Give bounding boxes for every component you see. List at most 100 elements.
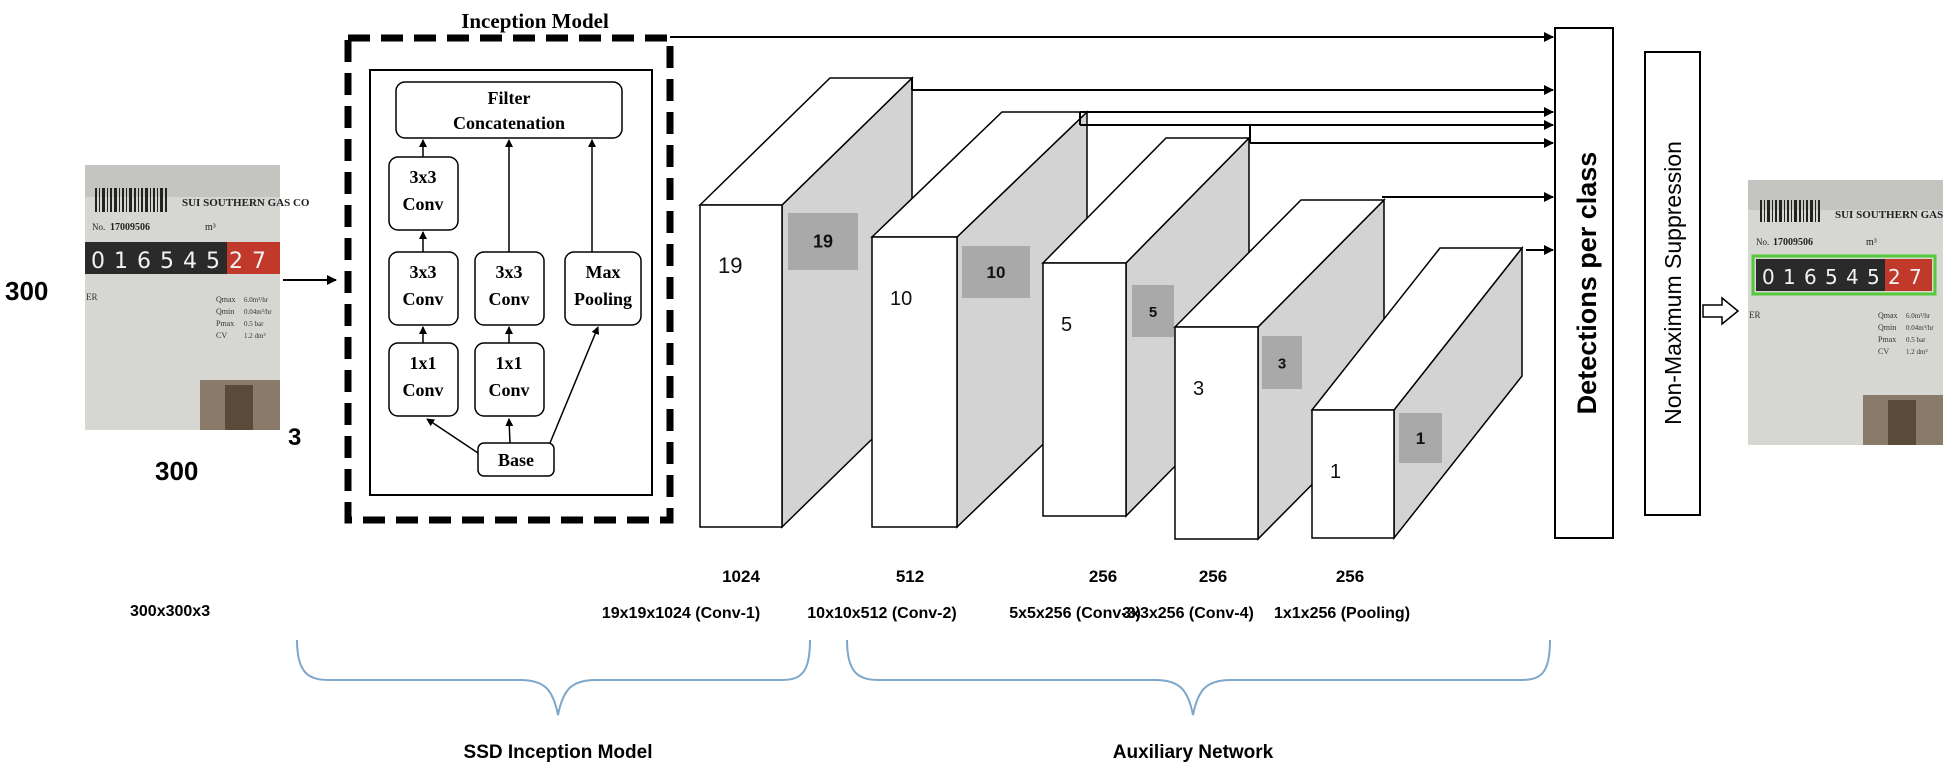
block-front-label: 5 bbox=[1061, 314, 1072, 336]
meter-reading-label: Pmax bbox=[216, 319, 234, 328]
barcode-icon bbox=[95, 188, 167, 212]
meter-unit: m³ bbox=[205, 222, 216, 233]
meter-reading-value: 6.0m³/hr bbox=[244, 296, 269, 304]
meter-reading-label: CV bbox=[1878, 347, 1889, 356]
conv3x3-left-line1: 3x3 bbox=[410, 262, 437, 282]
meter-digit: 1 bbox=[114, 249, 128, 274]
block-caption: 19x19x1024 (Conv-1) bbox=[602, 605, 760, 622]
block-caption: 5x5x256 (Conv-3) bbox=[1009, 605, 1141, 622]
block-side-label: 1 bbox=[1416, 429, 1425, 448]
meter-digit: 4 bbox=[183, 249, 197, 274]
meter-reading-value: 6.0m³/hr bbox=[1906, 312, 1931, 320]
meter-digit: 0 bbox=[91, 249, 105, 274]
meter-digit: 5 bbox=[1867, 265, 1880, 289]
block-side-label-bg bbox=[962, 246, 1030, 298]
meter-digit: 2 bbox=[229, 249, 243, 274]
block-channel-count: 256 bbox=[1199, 567, 1227, 586]
input-channels-label: 3 bbox=[288, 424, 301, 451]
meter-reading-value: 0.5 bar bbox=[244, 320, 264, 328]
conv1x1-left-line2: Conv bbox=[402, 380, 443, 400]
filter-concatenation-node bbox=[395, 81, 623, 139]
meter-reading-value: 0.04m³/hr bbox=[244, 308, 272, 316]
nms-label: Non-Maximum Suppression bbox=[1660, 141, 1686, 425]
meter-digit: 5 bbox=[206, 249, 220, 274]
feature-map-block: 33 bbox=[1173, 198, 1386, 541]
auxiliary-network-label: Auxiliary Network bbox=[1113, 742, 1274, 763]
detection-arrows bbox=[670, 32, 1554, 255]
base-node bbox=[477, 442, 555, 477]
auxiliary-network-brace: Auxiliary Network bbox=[846, 639, 1551, 763]
input-shape-label: 300x300x3 bbox=[130, 603, 210, 620]
conv1x1-mid-line1: 1x1 bbox=[496, 353, 523, 373]
output-meter-image: SUI SOUTHERN GAS CO No. 17009506 m³ 0165… bbox=[1748, 180, 1943, 445]
meter-reading-label: Qmax bbox=[1878, 311, 1898, 320]
meter-reading-label: CV bbox=[216, 331, 227, 340]
meter-digit: 4 bbox=[1846, 265, 1859, 289]
block-caption: 1x1x256 (Pooling) bbox=[1274, 605, 1410, 622]
meter-digit: 5 bbox=[160, 249, 174, 274]
base-label: Base bbox=[498, 450, 534, 470]
block-channel-count: 512 bbox=[896, 567, 924, 586]
nms-box bbox=[1644, 51, 1701, 516]
output-meter-serial-prefix: No. bbox=[1756, 237, 1769, 247]
meter-digit: 2 bbox=[1888, 265, 1901, 289]
block-channel-count: 1024 bbox=[722, 567, 760, 586]
inception-edges bbox=[419, 139, 600, 454]
block-side-label: 5 bbox=[1149, 304, 1157, 321]
conv3x3-top-line2: Conv bbox=[402, 194, 443, 214]
meter-digit: 7 bbox=[1909, 265, 1922, 289]
block-front-label: 1 bbox=[1330, 461, 1341, 483]
block-front-face bbox=[1311, 409, 1395, 539]
conv1x1-mid-line2: Conv bbox=[488, 380, 529, 400]
meter-side-text: ER bbox=[86, 292, 98, 302]
detections-per-class-box bbox=[1554, 27, 1614, 539]
conv3x3-left-line2: Conv bbox=[402, 289, 443, 309]
detections-per-class-label: Detections per class bbox=[1572, 152, 1602, 415]
meter-reading-label: Qmax bbox=[216, 295, 236, 304]
filter-concat-line1: Filter bbox=[488, 88, 531, 108]
filter-concat-line2: Concatenation bbox=[453, 113, 565, 133]
block-front-label: 19 bbox=[718, 253, 742, 278]
block-caption: 10x10x512 (Conv-2) bbox=[807, 605, 956, 622]
block-channel-count: 256 bbox=[1089, 567, 1117, 586]
output-meter-unit: m³ bbox=[1866, 237, 1877, 248]
inception-title: Inception Model bbox=[461, 9, 609, 33]
output-meter-brand: SUI SOUTHERN GAS CO bbox=[1835, 209, 1943, 221]
block-side-label: 19 bbox=[813, 232, 833, 252]
meter-digit: 5 bbox=[1825, 265, 1838, 289]
meter-digit: 6 bbox=[1804, 265, 1817, 289]
meter-serial-prefix: No. bbox=[92, 222, 105, 232]
conv3x3-mid-line2: Conv bbox=[488, 289, 529, 309]
block-side-label-bg bbox=[788, 213, 858, 270]
maxpool-line1: Max bbox=[586, 262, 621, 282]
meter-digit: 1 bbox=[1783, 265, 1796, 289]
feature-map-block: 11 bbox=[1310, 245, 1524, 541]
meter-digit: 6 bbox=[137, 249, 151, 274]
hollow-arrow-icon bbox=[1702, 296, 1740, 326]
conv3x3-top-line1: 3x3 bbox=[410, 167, 437, 187]
ssd-inception-brace: SSD Inception Model bbox=[296, 639, 811, 763]
maxpool-node bbox=[564, 251, 642, 326]
meter-reading-label: Pmax bbox=[1878, 335, 1896, 344]
output-barcode-icon bbox=[1760, 200, 1820, 222]
meter-reading-value: 1.2 dm³ bbox=[1906, 348, 1928, 356]
block-channel-count: 256 bbox=[1336, 567, 1364, 586]
block-front-face bbox=[699, 204, 783, 528]
ssd-inception-label: SSD Inception Model bbox=[464, 742, 653, 763]
meter-reading-label: Qmin bbox=[1878, 323, 1896, 332]
block-front-face bbox=[1042, 262, 1127, 517]
meter-reading-value: 0.5 bar bbox=[1906, 336, 1926, 344]
block-front-label: 3 bbox=[1193, 378, 1204, 400]
meter-digit: 7 bbox=[252, 249, 266, 274]
meter-brand: SUI SOUTHERN GAS CO bbox=[182, 197, 310, 209]
output-meter-serial: 17009506 bbox=[1773, 237, 1813, 248]
conv1x1-left-line1: 1x1 bbox=[410, 353, 437, 373]
meter-serial: 17009506 bbox=[110, 222, 150, 233]
output-meter-side-text: ER bbox=[1749, 310, 1761, 320]
